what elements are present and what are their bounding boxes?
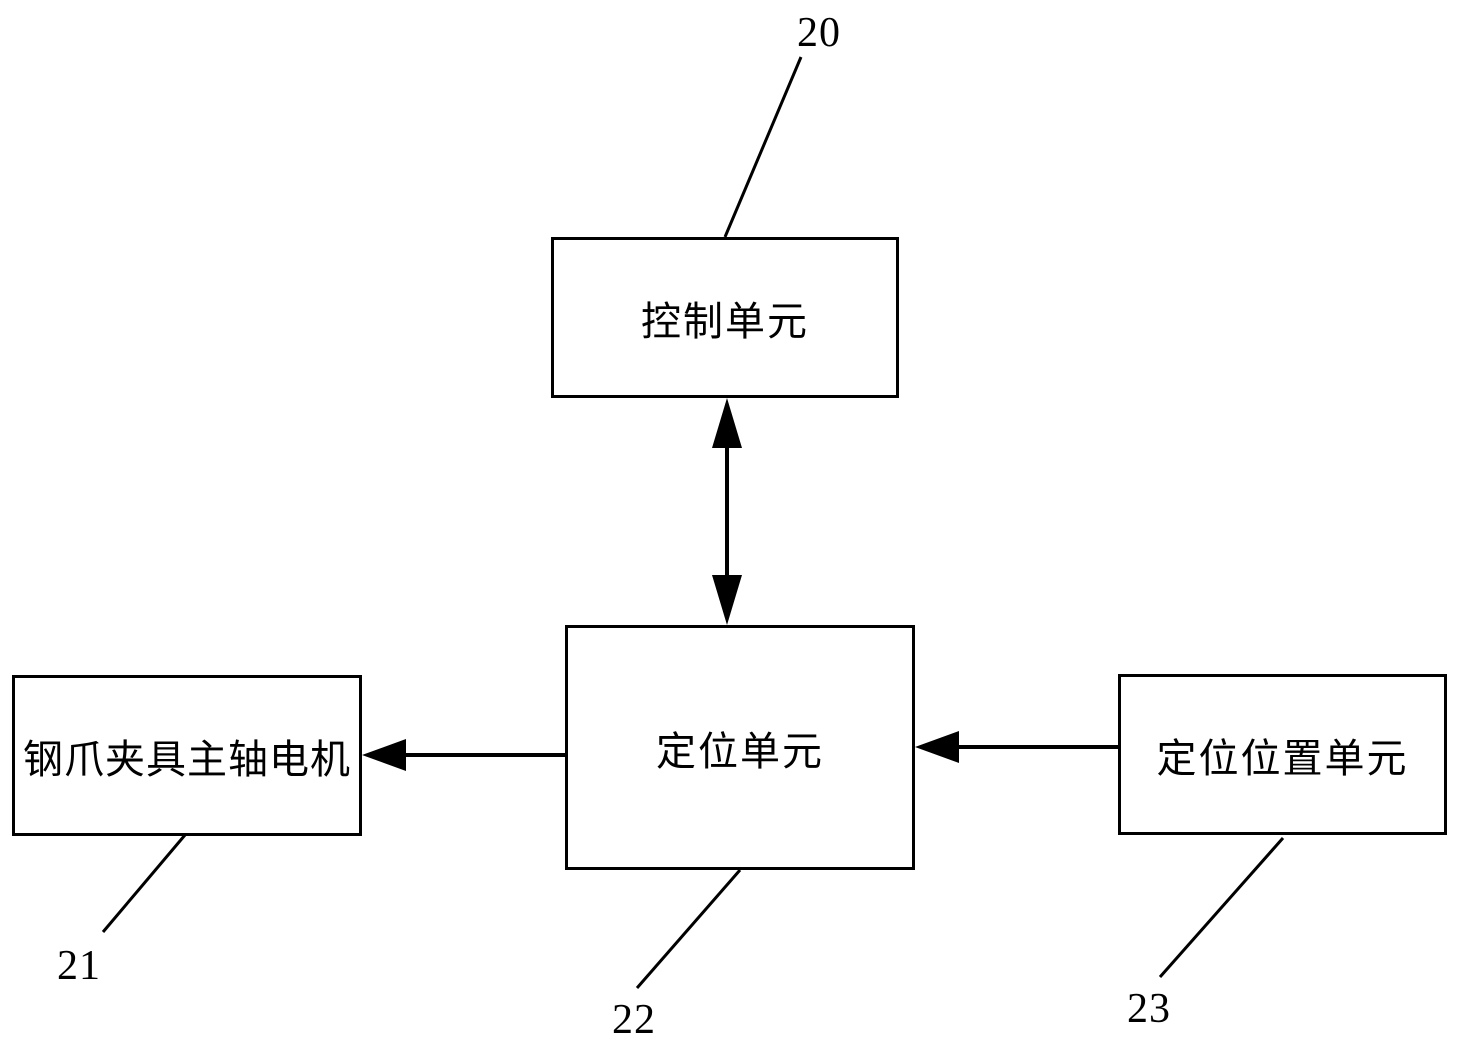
- box-control-unit-label: 控制单元: [641, 298, 809, 344]
- box-positioning-position-unit: 定位位置单元: [1118, 674, 1447, 835]
- bidirectional-arrow-control-positioning: [712, 398, 742, 625]
- box-spindle-motor: 钢爪夹具主轴电机: [12, 675, 362, 836]
- leader-line-22: [635, 869, 742, 989]
- ref-numeral-21: 21: [57, 943, 101, 989]
- ref-numeral-23: 23: [1127, 986, 1171, 1032]
- box-positioning-unit-label: 定位单元: [656, 728, 824, 774]
- box-spindle-motor-label: 钢爪夹具主轴电机: [23, 736, 351, 782]
- leader-line-20: [723, 56, 803, 238]
- arrow-pospos-to-positioning: [915, 731, 1118, 763]
- box-positioning-unit: 定位单元: [565, 625, 915, 870]
- ref-numeral-20: 20: [797, 10, 841, 56]
- box-positioning-position-unit-label: 定位位置单元: [1156, 735, 1409, 781]
- arrow-positioning-to-motor: [362, 739, 565, 771]
- leader-line-23: [1158, 837, 1285, 978]
- box-control-unit: 控制单元: [551, 237, 899, 398]
- leader-line-21: [101, 834, 187, 933]
- ref-numeral-22: 22: [612, 997, 656, 1043]
